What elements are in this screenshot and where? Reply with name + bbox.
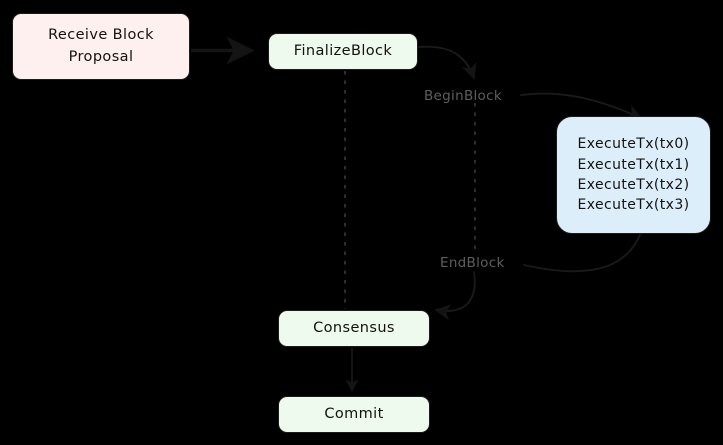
edge-finalize-to-beginblock — [418, 45, 477, 80]
node-label-line: Commit — [324, 405, 384, 422]
edge-beginblock-to-execute — [520, 92, 643, 120]
node-label-line: ExecuteTx(tx3) — [577, 197, 690, 214]
node-label-line: Receive Block — [48, 27, 154, 44]
edge-label-beginblock: BeginBlock — [424, 88, 502, 104]
node-label-line: ExecuteTx(tx2) — [577, 177, 690, 193]
execute-tx-node[interactable]: ExecuteTx(tx0) ExecuteTx(tx1) ExecuteTx(… — [556, 116, 711, 234]
node-label-line: FinalizeBlock — [293, 42, 393, 59]
finalize-block-node[interactable]: FinalizeBlock — [268, 33, 418, 70]
node-label-line: ExecuteTx(tx1) — [577, 156, 690, 173]
edge-execute-to-endblock — [523, 234, 641, 273]
receive-block-proposal-node[interactable]: Receive Block Proposal — [12, 13, 190, 80]
node-label-line: Consensus — [313, 319, 395, 336]
edge-endblock-to-consensus — [434, 271, 476, 321]
node-label-line: Proposal — [68, 48, 134, 65]
consensus-node[interactable]: Consensus — [278, 310, 430, 347]
node-label-line: ExecuteTx(tx0) — [577, 136, 690, 153]
edge-label-endblock: EndBlock — [440, 255, 505, 271]
commit-node[interactable]: Commit — [278, 396, 430, 433]
